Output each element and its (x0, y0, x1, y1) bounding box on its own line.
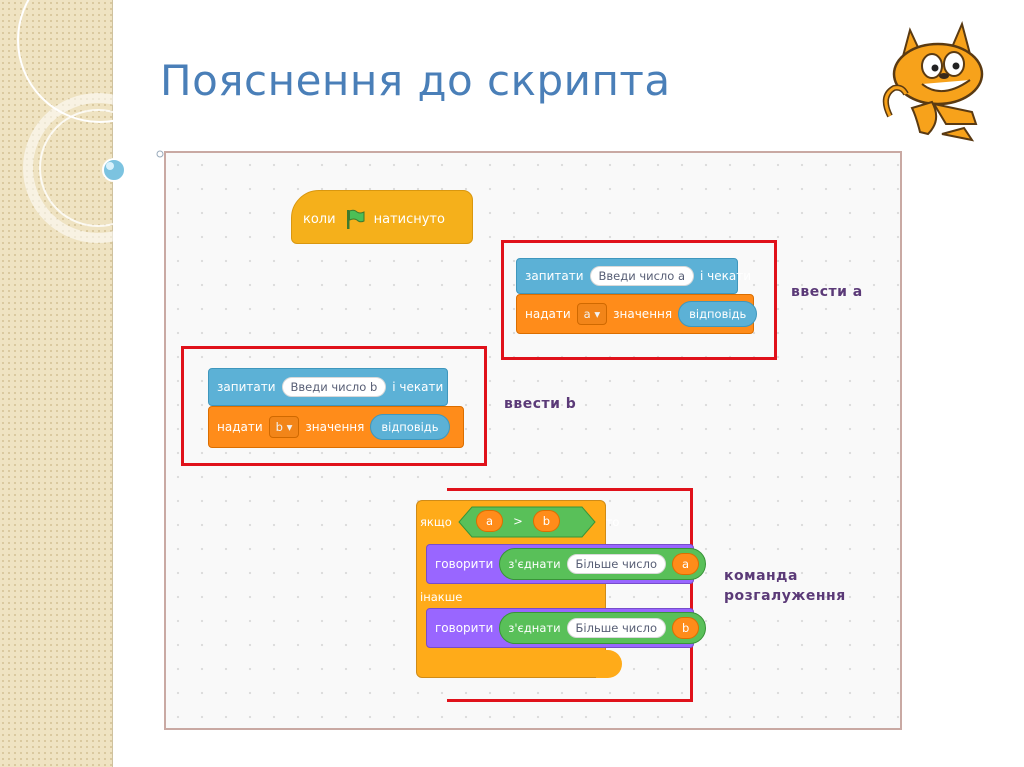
variable-a-reporter[interactable]: a (476, 510, 504, 532)
variable-dropdown[interactable]: b ▾ (268, 416, 300, 438)
ask-block-a[interactable]: запитати Введи число a і чекати (516, 258, 751, 294)
answer-reporter[interactable]: відповідь (678, 301, 758, 327)
then-label: то (605, 515, 620, 529)
join-label: з'єднати (508, 621, 561, 635)
join-operator-1[interactable]: з'єднати Більше число a (499, 548, 707, 580)
ask-wait-label: і чекати (392, 380, 444, 394)
variable-b-reporter[interactable]: b (532, 510, 561, 532)
set-variable-block-a[interactable]: надати a ▾ значення відповідь (516, 294, 758, 334)
chevron-down-icon: ▾ (594, 307, 601, 321)
note-input-a: ввести а (791, 284, 863, 300)
say-block-1[interactable]: говорити з'єднати Більше число a (426, 544, 707, 584)
scratch-cat-icon (882, 20, 984, 142)
ask-block-b[interactable]: запитати Введи число b і чекати (208, 368, 448, 406)
branch-end-cap (596, 650, 622, 678)
ask-text-input[interactable]: Введи число b (281, 377, 387, 397)
join-label: з'єднати (508, 557, 561, 571)
join-text-input[interactable]: Більше число (566, 618, 666, 638)
note-branch-line1: команда (724, 568, 798, 584)
hat-clicked-label: натиснуто (373, 211, 445, 227)
slide-title: Пояснення до скрипта (160, 56, 671, 105)
set-value-label: значення (613, 307, 673, 321)
say-block-2[interactable]: говорити з'єднати Більше число b (426, 608, 707, 648)
operator-contents: a > b (476, 510, 561, 532)
green-flag-icon (346, 209, 365, 229)
if-label: якщо (420, 515, 452, 529)
hat-when-label: коли (303, 211, 336, 227)
variable-dropdown[interactable]: a ▾ (576, 303, 608, 325)
variable-a-reporter[interactable]: a (672, 553, 700, 575)
note-branch: команда розгалуження (724, 566, 846, 606)
variable-b-reporter[interactable]: b (672, 617, 700, 639)
join-text-input[interactable]: Більше число (566, 554, 666, 574)
ask-wait-label: і чекати (700, 269, 752, 283)
answer-reporter[interactable]: відповідь (370, 414, 450, 440)
note-input-b: ввести b (504, 396, 577, 412)
left-decorative-panel (0, 0, 113, 767)
chevron-down-icon: ▾ (286, 420, 293, 434)
note-branch-line2: розгалуження (724, 588, 846, 604)
say-label: говорити (435, 557, 494, 571)
highlight-box-branch (447, 488, 693, 702)
say-label: говорити (435, 621, 494, 635)
join-operator-2[interactable]: з'єднати Більше число b (499, 612, 707, 644)
ask-label: запитати (217, 380, 276, 394)
set-label: надати (525, 307, 571, 321)
set-variable-block-b[interactable]: надати b ▾ значення відповідь (208, 406, 464, 448)
set-label: надати (217, 420, 263, 434)
else-label: інакше (420, 590, 463, 604)
set-value-label: значення (305, 420, 365, 434)
highlight-box-input-b (181, 346, 487, 466)
ask-text-input[interactable]: Введи число a (589, 266, 695, 286)
greater-than-symbol: > (513, 514, 523, 528)
highlight-box-input-a (501, 240, 777, 360)
ask-label: запитати (525, 269, 584, 283)
when-flag-clicked-block[interactable]: коли натиснуто (291, 176, 473, 244)
